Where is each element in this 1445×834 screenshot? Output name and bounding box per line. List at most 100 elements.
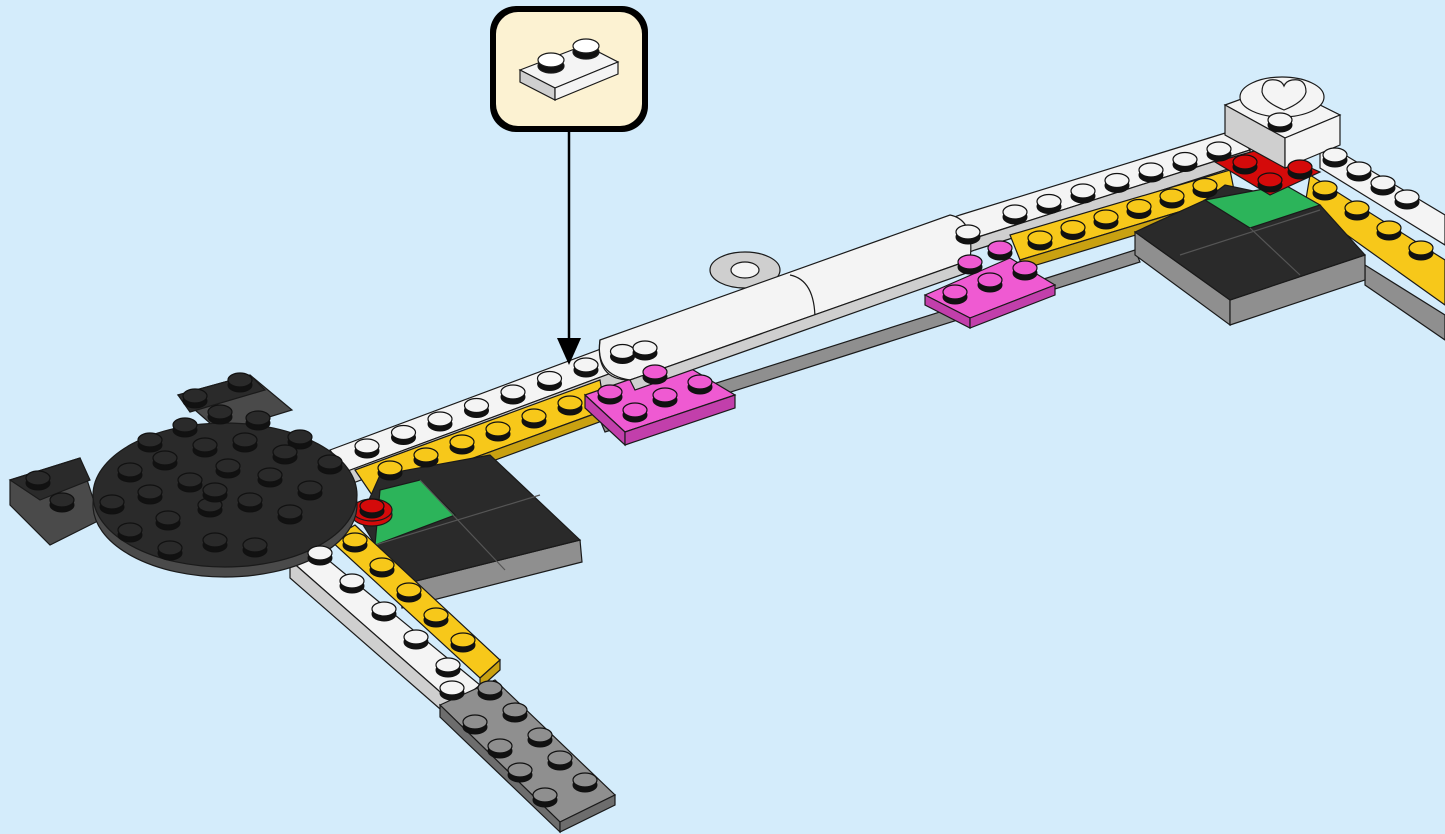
white-stud	[633, 341, 657, 360]
yellow-stud	[558, 396, 582, 415]
yellow-stud	[378, 461, 402, 480]
grey-stud	[488, 739, 512, 758]
white-stud	[1371, 176, 1395, 195]
black-stud	[118, 523, 142, 542]
white-stud	[1323, 148, 1347, 167]
white-stud	[1037, 195, 1061, 214]
red-stud	[1233, 155, 1257, 174]
yellow-stud	[1193, 179, 1217, 198]
white-stud	[340, 574, 364, 593]
black-stud	[26, 471, 50, 490]
yellow-stud	[343, 533, 367, 552]
white-stud	[404, 630, 428, 649]
yellow-stud	[450, 435, 474, 454]
white-stud	[436, 658, 460, 677]
yellow-stud	[1094, 210, 1118, 229]
black-stud	[238, 493, 262, 512]
yellow-stud	[451, 633, 475, 652]
yellow-stud	[522, 409, 546, 428]
pink-stud	[943, 285, 967, 304]
grey-stud	[503, 703, 527, 722]
black-stud	[156, 511, 180, 530]
grey-stud	[533, 788, 557, 807]
pink-stud	[688, 375, 712, 394]
white-stud	[1173, 153, 1197, 172]
black-stud	[298, 481, 322, 500]
grey-stud	[508, 763, 532, 782]
pink-stud	[1013, 261, 1037, 280]
grey-stud	[548, 751, 572, 770]
black-stud	[243, 538, 267, 557]
black-stud	[173, 418, 197, 437]
white-stud	[1268, 113, 1292, 132]
part-callout	[490, 6, 648, 132]
black-stud	[153, 451, 177, 470]
yellow-stud	[1127, 200, 1151, 219]
black-stud	[228, 373, 252, 392]
pink-stud	[643, 365, 667, 384]
pink-stud	[988, 241, 1012, 260]
black-stud	[216, 459, 240, 478]
white-stud	[372, 602, 396, 621]
red-round-tile-top	[360, 499, 384, 518]
white-stud	[1071, 184, 1095, 203]
white-stud	[956, 225, 980, 244]
white-stud	[428, 412, 452, 431]
white-stud	[355, 439, 379, 458]
black-stud	[183, 389, 207, 408]
black-stud	[278, 505, 302, 524]
yellow-stud	[1061, 221, 1085, 240]
yellow-stud	[1409, 241, 1433, 260]
black-stud	[100, 495, 124, 514]
white-stud	[1003, 205, 1027, 224]
yellow-stud	[1345, 201, 1369, 220]
black-stud	[318, 455, 342, 474]
white-stud	[538, 372, 562, 391]
white-stud	[501, 385, 525, 404]
red-stud	[1288, 160, 1312, 179]
yellow-stud	[424, 608, 448, 627]
black-stud	[118, 463, 142, 482]
black-stud	[258, 468, 282, 487]
black-stud	[203, 483, 227, 502]
white-stud	[1207, 142, 1231, 161]
yellow-stud	[1160, 189, 1184, 208]
grey-stud	[463, 715, 487, 734]
black-stud	[273, 445, 297, 464]
black-stud	[208, 405, 232, 424]
grey-stud	[528, 728, 552, 747]
white-stud	[465, 399, 489, 418]
pink-stud	[653, 388, 677, 407]
white-stud	[1395, 190, 1419, 209]
white-stud	[1347, 162, 1371, 181]
black-stud	[203, 533, 227, 552]
yellow-stud	[1313, 181, 1337, 200]
black-stud	[50, 493, 74, 512]
white-stud	[611, 345, 635, 364]
pink-stud	[958, 255, 982, 274]
white-stud	[308, 546, 332, 565]
black-stud	[178, 473, 202, 492]
black-stud	[138, 433, 162, 452]
yellow-stud	[397, 583, 421, 602]
white-stud	[1105, 174, 1129, 193]
yellow-stud	[1028, 231, 1052, 250]
black-stud	[233, 433, 257, 452]
pink-stud	[978, 273, 1002, 292]
black-stud	[138, 485, 162, 504]
white-stud	[574, 358, 598, 377]
yellow-stud	[370, 558, 394, 577]
white-stud	[392, 426, 416, 445]
yellow-stud	[486, 422, 510, 441]
black-stud	[158, 541, 182, 560]
pink-stud	[623, 403, 647, 422]
black-stud	[193, 438, 217, 457]
white-stud	[1139, 163, 1163, 182]
grey-stud	[478, 681, 502, 700]
pink-stud	[598, 385, 622, 404]
black-stud	[246, 411, 270, 430]
yellow-stud	[414, 448, 438, 467]
red-stud	[1258, 173, 1282, 192]
